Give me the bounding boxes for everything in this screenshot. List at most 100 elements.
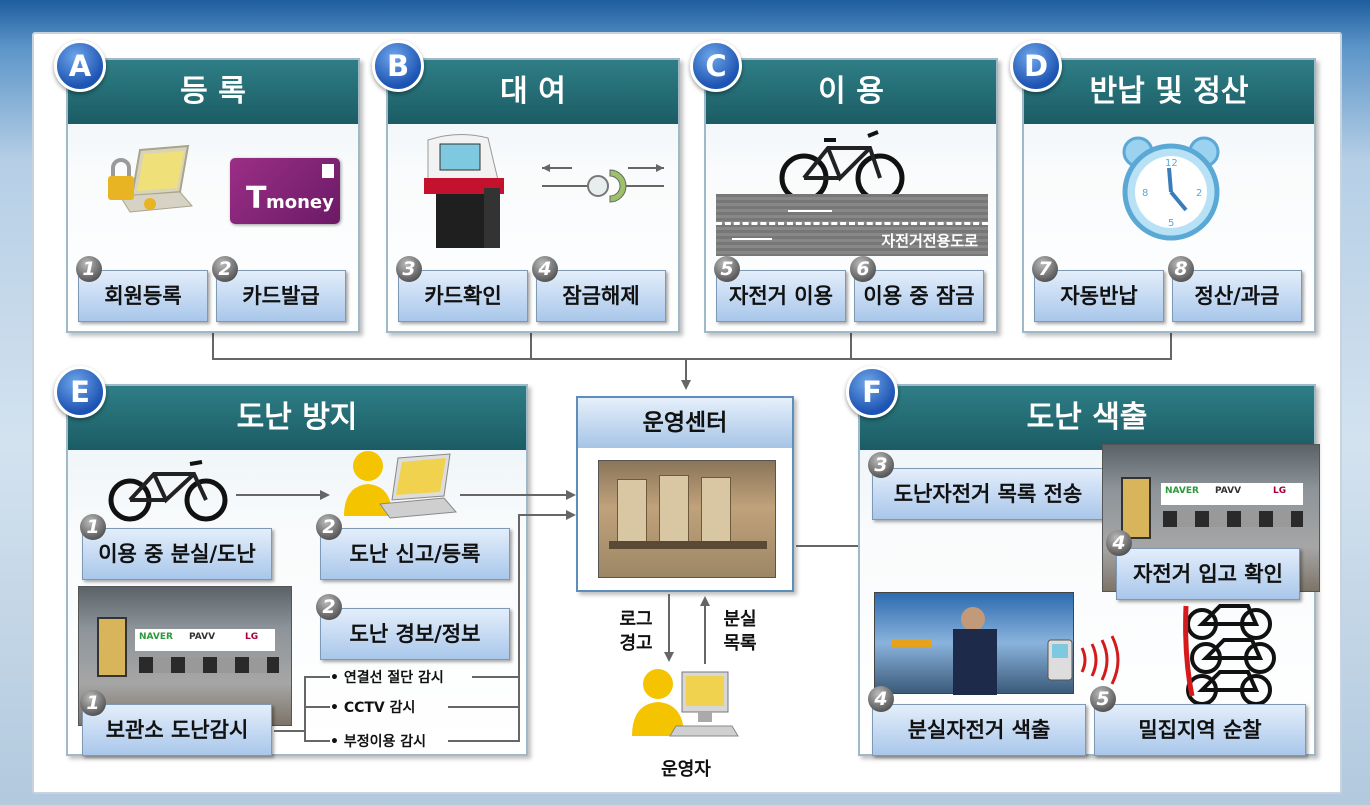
connector-line bbox=[530, 333, 532, 359]
step-number: 8 bbox=[1168, 256, 1194, 282]
flow-line bbox=[448, 706, 520, 708]
svg-text:2: 2 bbox=[1196, 188, 1202, 199]
svg-text:8: 8 bbox=[1142, 188, 1148, 199]
flow-line bbox=[518, 514, 520, 740]
step-payment[interactable]: 정산/과금 bbox=[1172, 270, 1302, 322]
step-unlock[interactable]: 잠금해제 bbox=[536, 270, 666, 322]
item-dense-area-patrol[interactable]: 밀집지역 순찰 bbox=[1094, 704, 1306, 756]
item-number: 3 bbox=[868, 452, 894, 478]
badge-d: D bbox=[1010, 40, 1062, 92]
data-center-photo bbox=[598, 460, 776, 578]
lock-release-icon bbox=[538, 156, 668, 216]
badge-c: C bbox=[690, 40, 742, 92]
item-number: 2 bbox=[316, 594, 342, 620]
arrow-up bbox=[700, 596, 710, 606]
badge-b: B bbox=[372, 40, 424, 92]
item-bike-checkin[interactable]: 자전거 입고 확인 bbox=[1116, 548, 1300, 600]
flow-line bbox=[274, 730, 306, 732]
step-auto-return[interactable]: 자동반납 bbox=[1034, 270, 1164, 322]
step-number: 5 bbox=[714, 256, 740, 282]
item-theft-alert[interactable]: 도난 경보/정보 bbox=[320, 608, 510, 660]
panel-title: 도난 방지 bbox=[68, 386, 526, 450]
connector-line bbox=[212, 358, 1172, 360]
monitor-item: • CCTV 감시 bbox=[330, 700, 416, 716]
panel-title: 이 용 bbox=[706, 60, 996, 124]
operator-icon bbox=[624, 664, 744, 744]
connector-line bbox=[212, 333, 214, 359]
svg-text:12: 12 bbox=[1165, 158, 1178, 169]
panel-title: 대 여 bbox=[388, 60, 678, 124]
flow-line bbox=[668, 594, 670, 654]
bicycle-icon bbox=[104, 458, 234, 522]
flow-line bbox=[304, 676, 306, 742]
monitor-item: • 연결선 절단 감시 bbox=[330, 670, 444, 686]
flow-line bbox=[704, 604, 706, 664]
panel-usage: 이 용 자전거전용도로 자전거 이용 이용 중 잠금 5 6 bbox=[704, 58, 998, 333]
item-number: 1 bbox=[80, 690, 106, 716]
connector-line bbox=[850, 333, 852, 359]
item-number: 1 bbox=[80, 514, 106, 540]
item-number: 4 bbox=[868, 686, 894, 712]
patrol-officer-photo bbox=[874, 592, 1074, 695]
operation-center: 운영센터 bbox=[576, 396, 794, 592]
step-number: 7 bbox=[1032, 256, 1058, 282]
panel-theft-prevention: 도난 방지 이용 중 분실/도난 1 도난 신고/등록 2 NAVER PAVV… bbox=[66, 384, 528, 756]
panel-rental: 대 여 카드확인 잠금해제 3 4 bbox=[386, 58, 680, 333]
road-label: 자전거전용도로 bbox=[881, 232, 978, 250]
center-title: 운영센터 bbox=[578, 398, 792, 448]
scanner-signal-icon bbox=[1046, 630, 1136, 690]
svg-text:5: 5 bbox=[1168, 218, 1174, 229]
lost-list-label: 분실 목록 bbox=[723, 609, 757, 654]
bicycles-cluster-icon bbox=[1182, 596, 1292, 706]
operator-label: 운영자 bbox=[661, 759, 711, 780]
user-laptop-icon bbox=[340, 446, 460, 526]
step-bike-use[interactable]: 자전거 이용 bbox=[716, 270, 846, 322]
arrow-right bbox=[320, 490, 330, 500]
bike-station-image: NAVER PAVV LG bbox=[78, 586, 292, 726]
flow-line bbox=[448, 740, 520, 742]
flow-line bbox=[236, 494, 322, 496]
kiosk-image bbox=[418, 130, 508, 250]
step-number: 6 bbox=[850, 256, 876, 282]
panel-theft-detection: 도난 색출 도난자전거 목록 전송 3 분실자전거 색출 4 밀집지역 순찰 5 bbox=[858, 384, 1316, 756]
flow-line bbox=[304, 740, 330, 742]
panel-registration: 등 록 T money 회원등록 카드발급 1 2 bbox=[66, 58, 360, 333]
step-number: 2 bbox=[212, 256, 238, 282]
badge-f: F bbox=[846, 366, 898, 418]
arrow-down bbox=[681, 380, 691, 390]
flow-line bbox=[304, 676, 330, 678]
step-member-register[interactable]: 회원등록 bbox=[78, 270, 208, 322]
laptop-lock-icon bbox=[100, 140, 200, 220]
step-number: 3 bbox=[396, 256, 422, 282]
step-number: 4 bbox=[532, 256, 558, 282]
badge-e: E bbox=[54, 366, 106, 418]
item-theft-report[interactable]: 도난 신고/등록 bbox=[320, 528, 510, 580]
panel-return-payment: 반납 및 정산 12 8 2 5 자동반납 정산/과금 7 8 bbox=[1022, 58, 1316, 333]
step-number: 1 bbox=[76, 256, 102, 282]
clock-icon: 12 8 2 5 bbox=[1116, 134, 1226, 244]
panel-title: 반납 및 정산 bbox=[1024, 60, 1314, 124]
item-number: 5 bbox=[1090, 686, 1116, 712]
item-send-stolen-list[interactable]: 도난자전거 목록 전송 bbox=[872, 468, 1104, 520]
step-card-check[interactable]: 카드확인 bbox=[398, 270, 528, 322]
item-find-lost-bike[interactable]: 분실자전거 색출 bbox=[872, 704, 1086, 756]
step-card-issue[interactable]: 카드발급 bbox=[216, 270, 346, 322]
item-lost-theft[interactable]: 이용 중 분실/도난 bbox=[82, 528, 272, 580]
arrow-down bbox=[664, 652, 674, 662]
connector-line bbox=[685, 358, 687, 382]
log-warning-label: 로그 경고 bbox=[619, 609, 653, 654]
arrow-right bbox=[566, 510, 576, 520]
step-lock-in-use[interactable]: 이용 중 잠금 bbox=[854, 270, 984, 322]
flow-line bbox=[518, 514, 568, 516]
monitor-item: • 부정이용 감시 bbox=[330, 734, 426, 750]
tmoney-card-image: T money bbox=[230, 158, 340, 224]
item-number: 4 bbox=[1106, 530, 1132, 556]
connector-line bbox=[1170, 333, 1172, 359]
flow-line bbox=[460, 494, 568, 496]
bike-lane-road: 자전거전용도로 bbox=[716, 194, 988, 256]
item-station-monitoring[interactable]: 보관소 도난감시 bbox=[82, 704, 272, 756]
flow-line bbox=[304, 706, 330, 708]
flow-line bbox=[472, 676, 520, 678]
arrow-right bbox=[566, 490, 576, 500]
panel-title: 도난 색출 bbox=[860, 386, 1314, 450]
